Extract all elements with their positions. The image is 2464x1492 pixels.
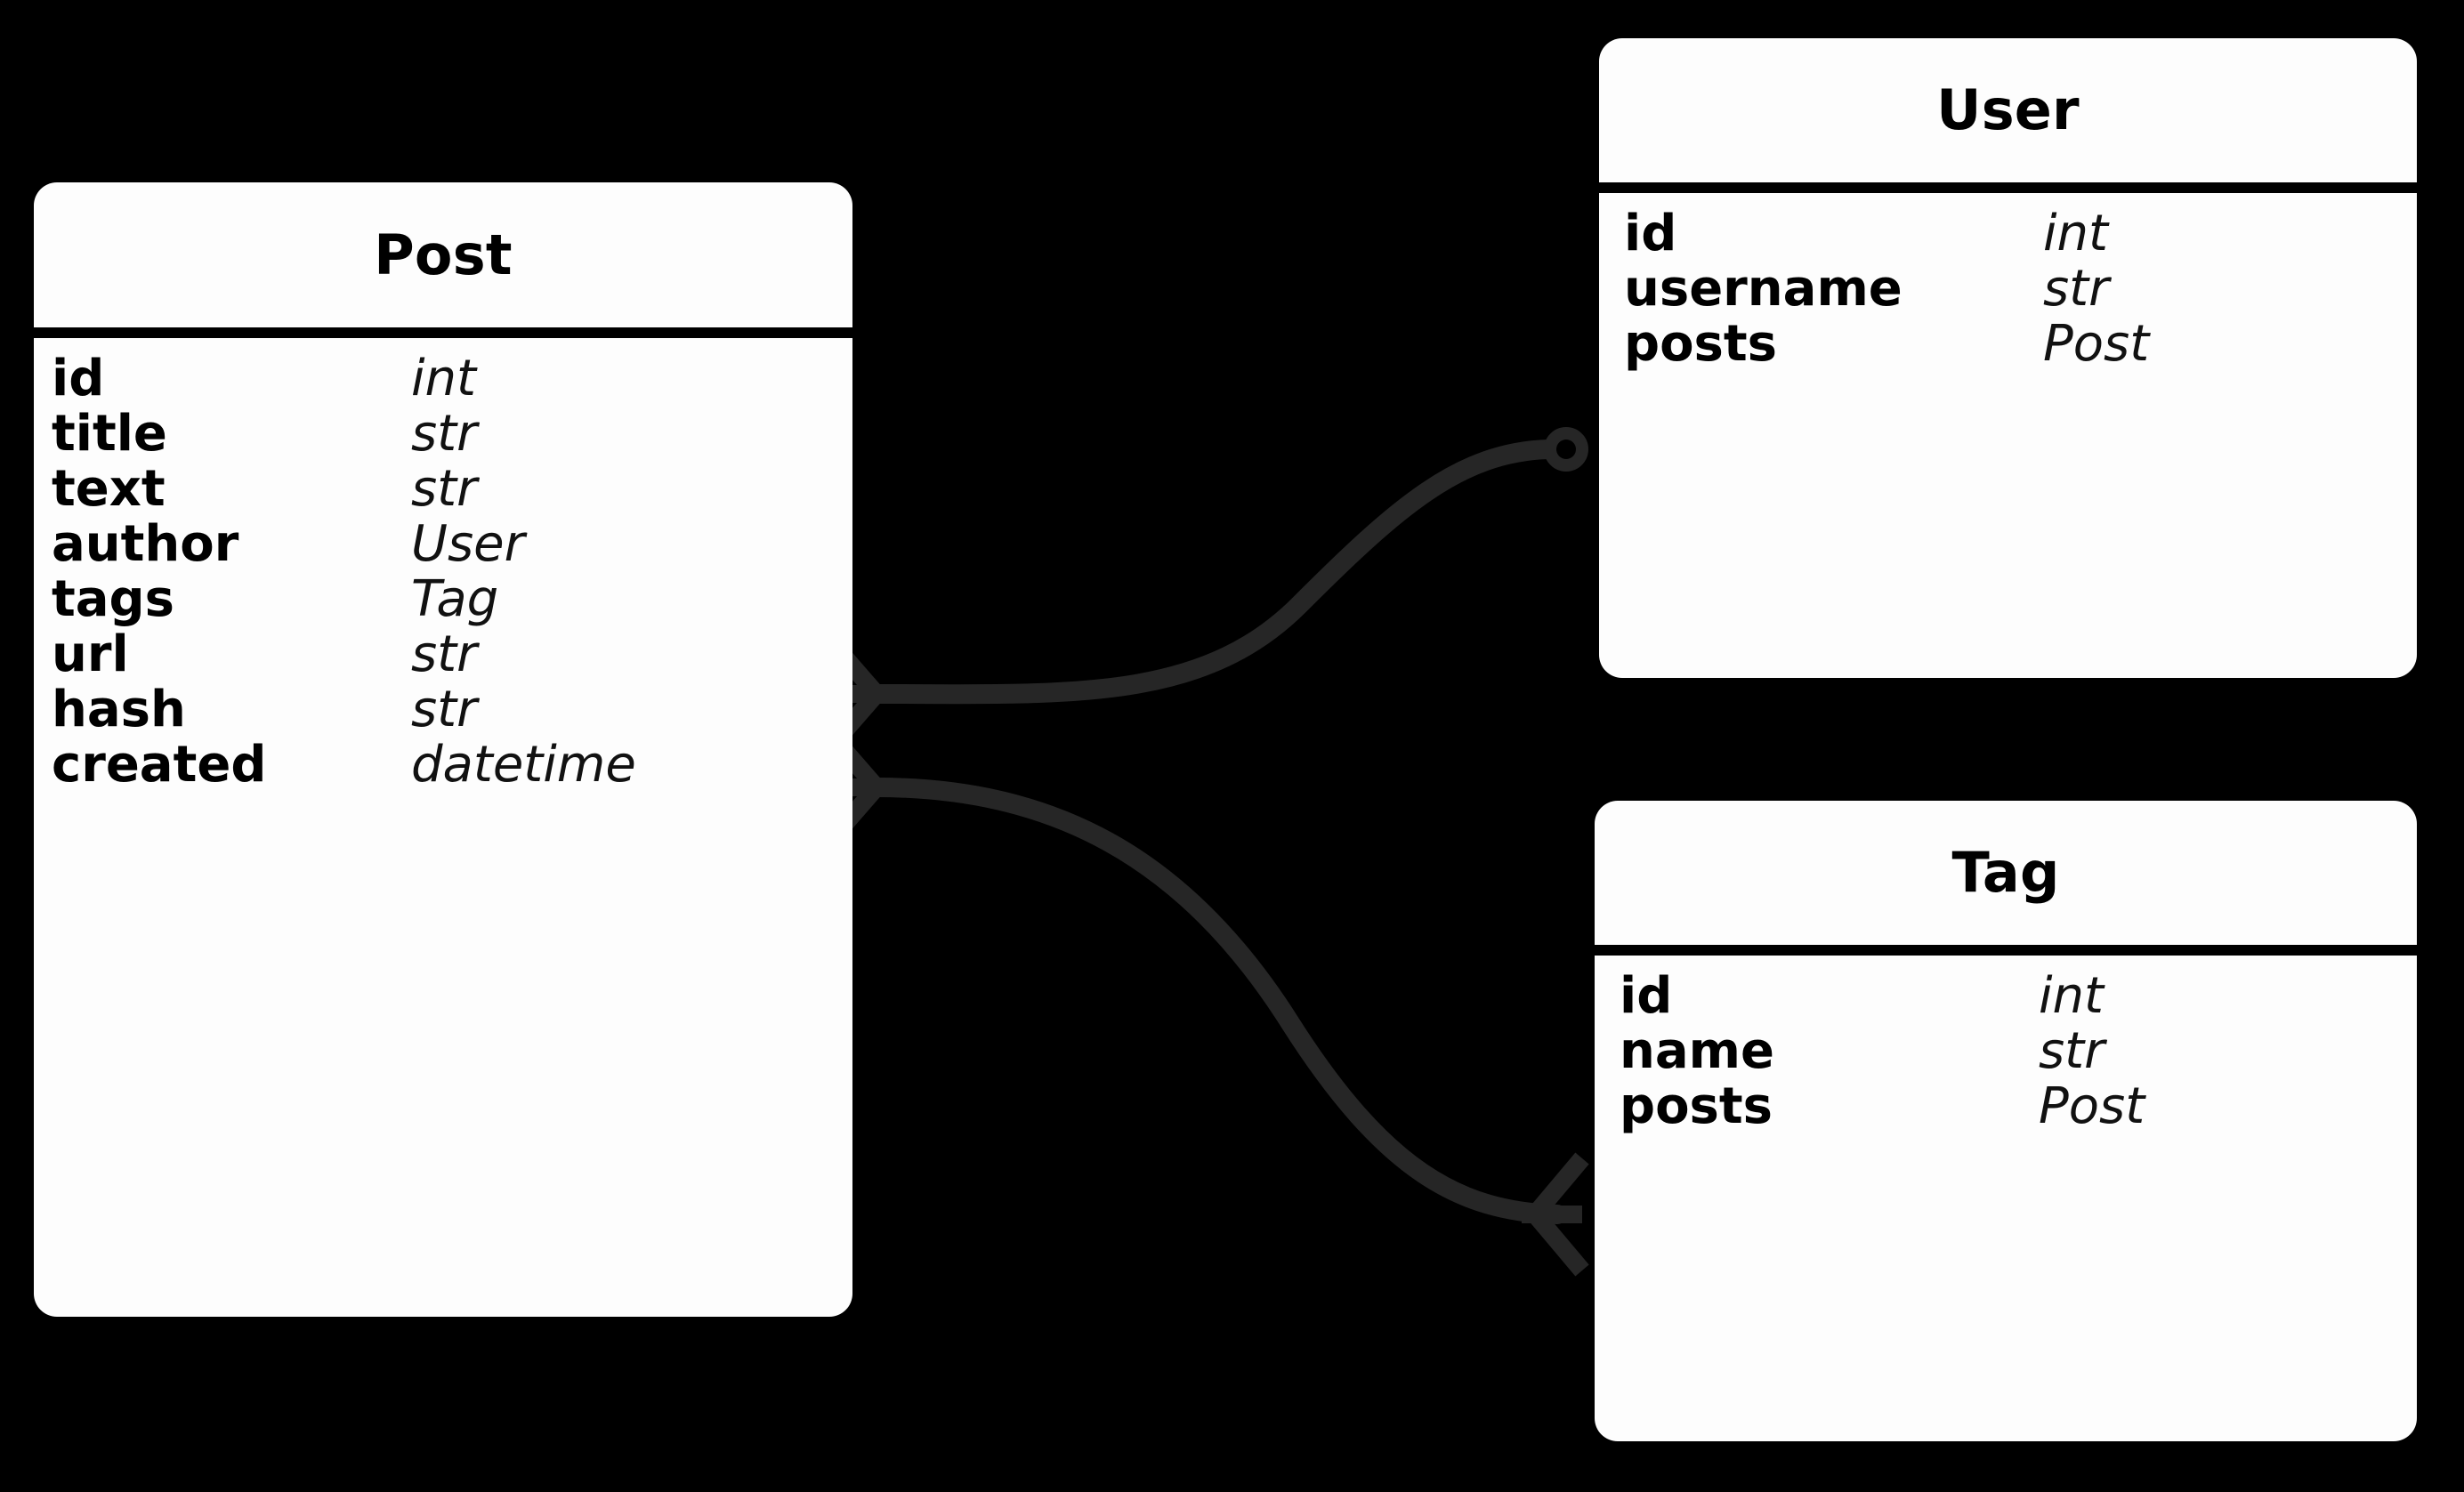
field-type: User	[411, 515, 525, 573]
entity-user-title: User	[1936, 77, 2080, 142]
field-name: id	[52, 350, 105, 407]
field-name: created	[52, 736, 267, 794]
field-name: username	[1624, 260, 1903, 318]
field-name: url	[52, 625, 129, 683]
field-type: Tag	[411, 570, 499, 628]
entity-tag-divider	[1595, 945, 2417, 956]
field-type: Post	[2043, 315, 2150, 373]
entity-user-divider	[1599, 182, 2417, 193]
field-name: name	[1620, 1022, 1774, 1080]
field-name: author	[52, 515, 239, 573]
field-name: posts	[1620, 1077, 1773, 1135]
entity-post-title: Post	[374, 222, 513, 287]
field-name: title	[52, 405, 167, 463]
field-type: str	[411, 625, 478, 683]
relationship-line-post-tags-tag	[867, 778, 1567, 1224]
field-type: datetime	[411, 736, 636, 794]
field-type: int	[411, 350, 477, 407]
entity-user[interactable]: User id int username str posts Post	[1599, 38, 2417, 678]
field-type: str	[411, 405, 478, 463]
entity-tag-title: Tag	[1951, 840, 2060, 905]
relationship-post-author-user[interactable]	[828, 427, 1588, 748]
field-type: int	[2039, 967, 2104, 1025]
entity-post-header: Post	[34, 182, 852, 327]
field-type: Post	[2039, 1077, 2145, 1135]
entity-tag-header: Tag	[1595, 801, 2417, 945]
entity-tag-fields: id int name str posts Post	[1595, 956, 2417, 1441]
field-name: posts	[1624, 315, 1777, 373]
field-name: id	[1620, 967, 1673, 1025]
field-type: str	[411, 460, 478, 518]
field-name: id	[1624, 205, 1677, 262]
zero-or-one-marker-hole	[1556, 440, 1576, 459]
field-name: text	[52, 460, 166, 518]
field-type: str	[2039, 1022, 2105, 1080]
entity-post[interactable]: Post id int title str text str author Us…	[34, 182, 852, 1317]
entity-tag[interactable]: Tag id int name str posts Post	[1595, 801, 2417, 1441]
zero-or-one-marker-user-posts	[1544, 427, 1588, 472]
entity-user-fields: id int username str posts Post	[1599, 193, 2417, 678]
field-name: tags	[52, 570, 174, 628]
entity-post-divider	[34, 327, 852, 338]
relationship-line-post-author-user	[867, 440, 1558, 705]
field-type: str	[2043, 260, 2110, 318]
crows-foot-marker-tag-posts	[1522, 1152, 1589, 1277]
entity-user-header: User	[1599, 38, 2417, 182]
field-type: str	[411, 681, 478, 738]
relationship-post-tags-tag[interactable]	[828, 733, 1589, 1277]
field-type: int	[2043, 205, 2109, 262]
entity-post-fields: id int title str text str author User ta…	[34, 338, 852, 1317]
field-name: hash	[52, 681, 186, 738]
